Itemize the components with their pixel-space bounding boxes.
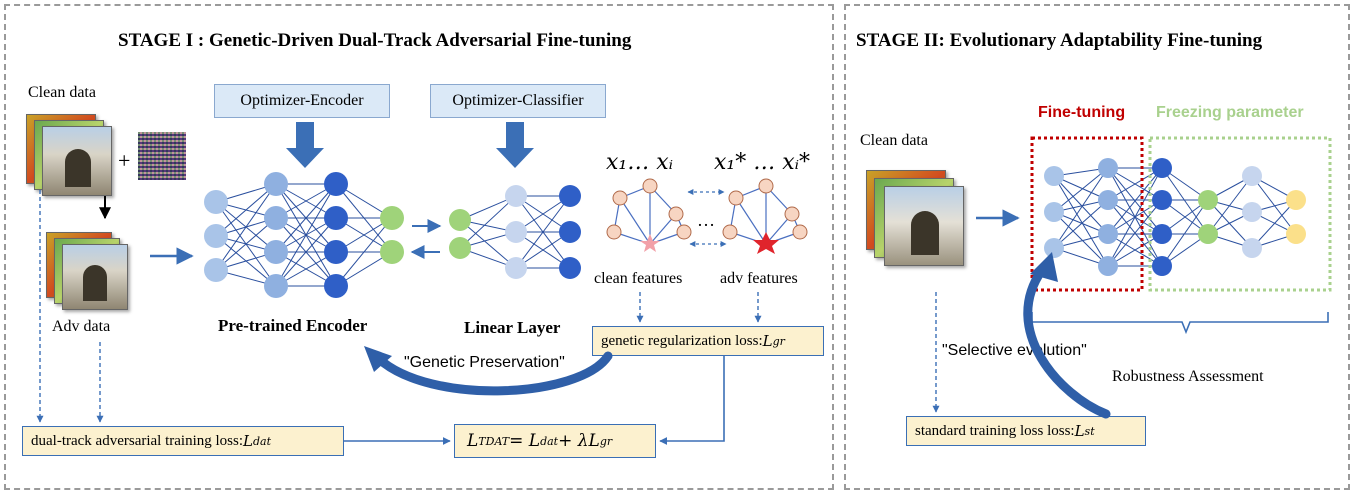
genetic-loss-text: genetic regularization loss:	[601, 332, 763, 349]
plus-sign: +	[118, 148, 131, 173]
dat-loss-symbol: L	[243, 432, 253, 450]
adv-x-label: x₁* … xᵢ*	[714, 150, 811, 175]
genetic-loss-symbol: L	[762, 332, 773, 350]
genetic-preservation-label: "Genetic Preservation"	[404, 354, 565, 371]
st-loss-symbol: L	[1074, 422, 1085, 440]
dat-loss-subscript: dat	[252, 434, 272, 448]
stage1-title: STAGE I : Genetic-Driven Dual-Track Adve…	[118, 30, 632, 51]
optimizer-classifier-box: Optimizer-Classifier	[430, 84, 606, 118]
stage2-clean-data-label: Clean data	[860, 132, 928, 149]
stage2-panel	[844, 4, 1350, 490]
tdat-subscript: TDAT	[478, 434, 510, 448]
optimizer-encoder-box: Optimizer-Encoder	[214, 84, 390, 118]
st-loss-subscript: st	[1084, 424, 1095, 438]
robustness-assessment-label: Robustness Assessment	[1112, 368, 1264, 385]
st-loss-text: standard training loss loss:	[915, 422, 1075, 439]
pretrained-encoder-label: Pre-trained Encoder	[218, 316, 368, 335]
tdat-equals: = L	[509, 431, 541, 451]
tdat-symbol: L	[467, 431, 479, 451]
linear-layer-label: Linear Layer	[464, 318, 561, 337]
adv-features-label: adv features	[720, 270, 798, 287]
selective-evolution-label: "Selective evolution"	[942, 342, 1087, 359]
clean-features-label: clean features	[594, 270, 683, 287]
clean-data-label: Clean data	[28, 84, 96, 101]
stage2-title: STAGE II: Evolutionary Adaptability Fine…	[856, 30, 1263, 51]
fine-tuning-label: Fine-tuning	[1038, 104, 1126, 121]
tdat-dat-subscript: dat	[540, 434, 559, 448]
stage1-panel	[4, 4, 834, 490]
graph-ellipsis: …	[697, 210, 715, 230]
adv-data-label: Adv data	[52, 318, 111, 335]
noise-pattern	[138, 132, 186, 180]
tdat-plus-lambda: + λL	[558, 431, 600, 451]
freezing-parameter-label: Freezing parameter	[1156, 104, 1304, 121]
clean-x-label: x₁… xᵢ	[606, 150, 674, 175]
dat-loss-text: dual-track adversarial training loss:	[31, 432, 244, 449]
genetic-loss-subscript: gr	[772, 334, 785, 348]
tdat-gr-subscript: gr	[599, 434, 613, 448]
